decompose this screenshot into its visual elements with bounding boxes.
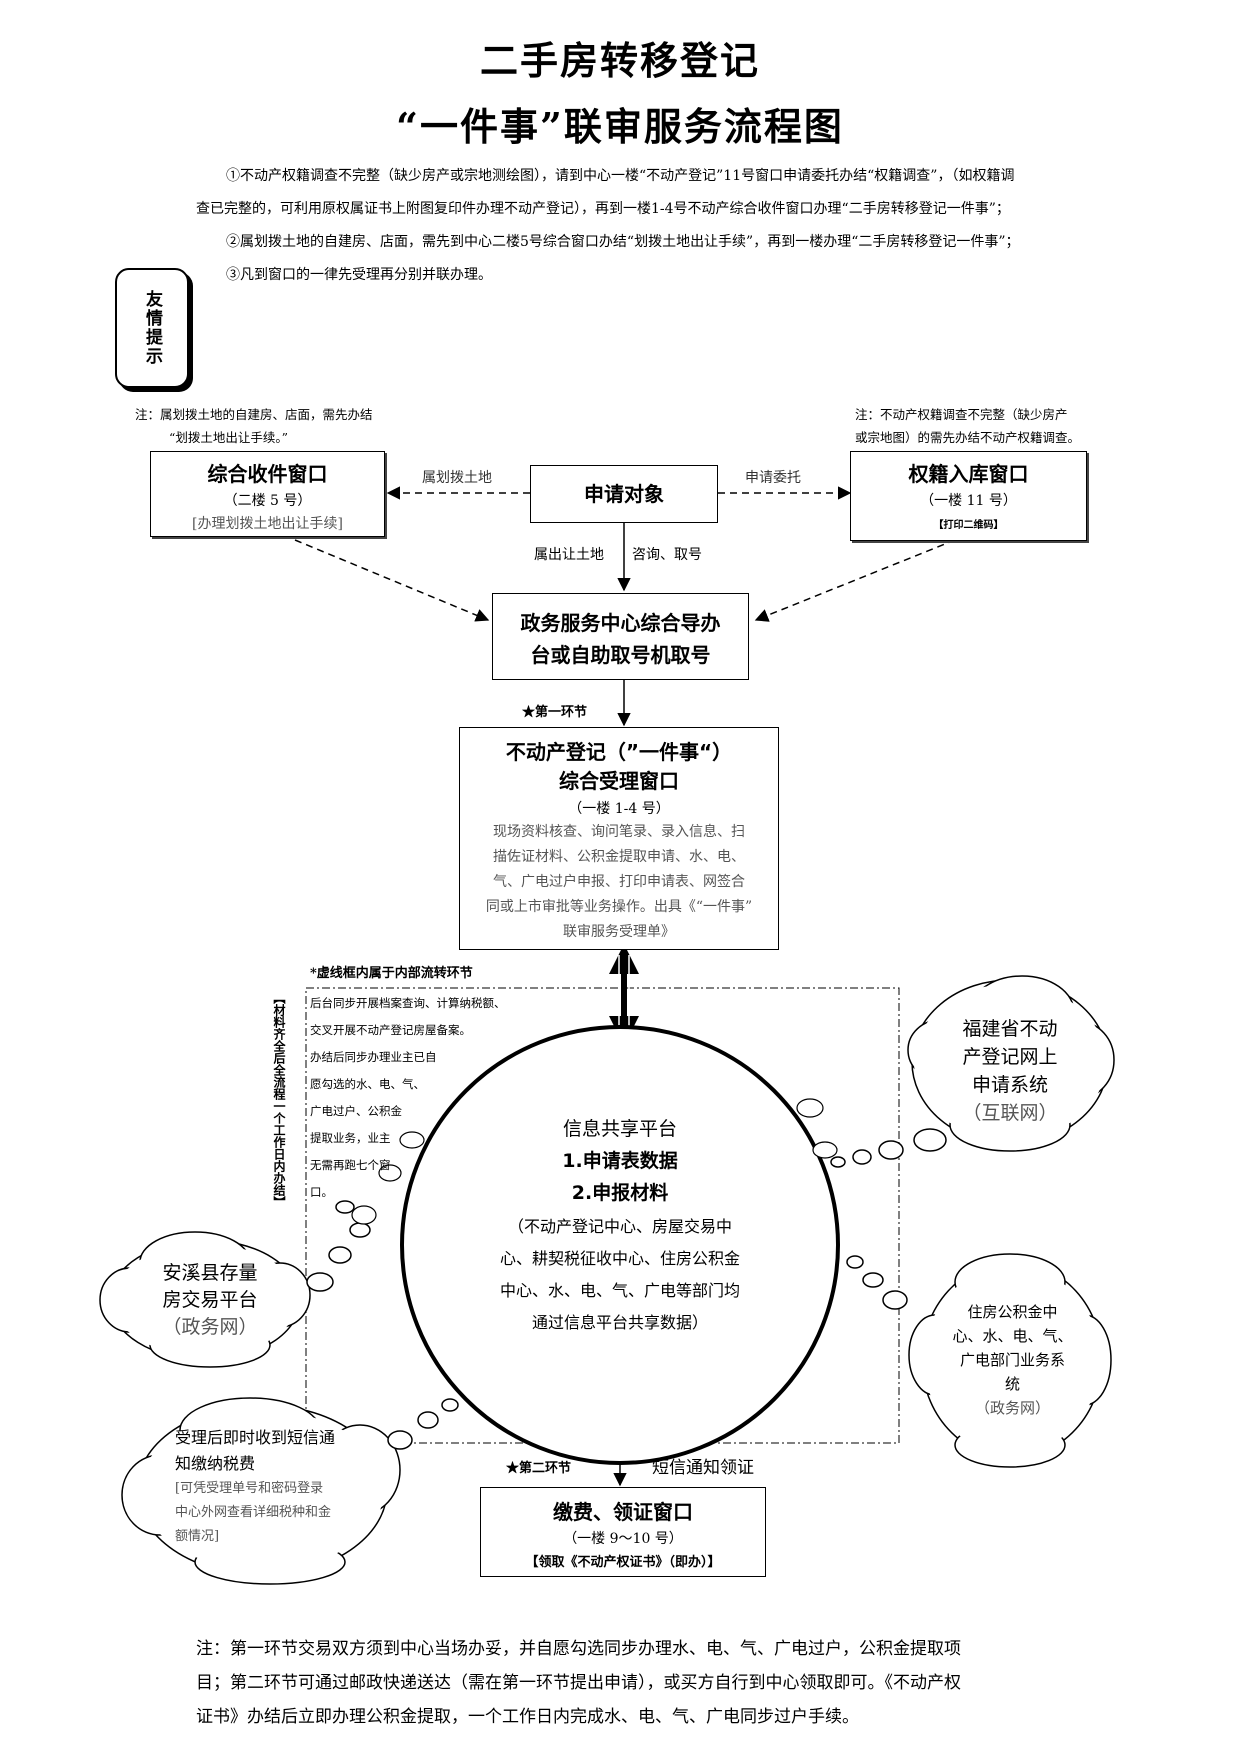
accept-window-title1: 不动产登记（”一件事“）	[505, 740, 733, 764]
pay-window-title: 缴费、领证窗口	[553, 1500, 693, 1524]
node-right-window: 权籍入库窗口 （一楼 11 号） 【打印二维码】	[850, 451, 1087, 541]
note-right-line2: 或宗地图）的需先办结不动产权籍调查。	[855, 430, 1081, 445]
label-stage1: ★第一环节	[522, 705, 588, 720]
cloud-gongjijin-line5: （政务网）	[974, 1399, 1050, 1417]
tip-line-1: ①不动产权籍调查不完整（缺少房产或宗地测绘图），请到中心一楼“不动产登记”11号…	[226, 168, 1015, 184]
internal-line-8: 口。	[310, 1185, 333, 1199]
cloud-gongjijin-line3: 广电部门业务系	[959, 1351, 1065, 1369]
platform-title: 信息共享平台	[562, 1118, 677, 1140]
cloud-fujian-line1: 福建省不动	[962, 1018, 1058, 1040]
accept-desc-1: 现场资料核查、询问笔录、录入信息、扫	[493, 824, 745, 840]
platform-desc-2: 心、耕契税征收中心、住房公积金	[499, 1249, 740, 1268]
right-window-title: 权籍入库窗口	[908, 462, 1029, 486]
page-subtitle: “一件事”联审服务流程图	[396, 104, 844, 149]
node-guide-desk: 政务服务中心综合导办 台或自助取号机取号	[492, 593, 749, 680]
note-right: 注：不动产权籍调查不完整（缺少房产 或宗地图）的需先办结不动产权籍调查。	[855, 403, 1115, 449]
internal-line-4: 愿勾选的水、电、气、	[310, 1077, 425, 1091]
edge-right-guide	[754, 539, 956, 622]
page-title: 二手房转移登记	[479, 38, 760, 83]
platform-item2: 2.申报材料	[571, 1182, 669, 1204]
internal-line-3: 办结后同步办理业主已自	[310, 1050, 437, 1064]
right-window-sub: （一楼 11 号）	[920, 493, 1017, 509]
left-window-desc: [办理划拨土地出让手续]	[192, 516, 343, 532]
accept-window-title2: 综合受理窗口	[559, 769, 679, 793]
note-left: 注：属划拨土地的自建房、店面，需先办结 “划拨土地出让手续。”	[135, 403, 435, 449]
note-left-line2: “划拨土地出让手续。”	[169, 430, 289, 445]
node-left-window: 综合收件窗口 （二楼 5 号） [办理划拨土地出让手续]	[150, 451, 385, 537]
label-left-arrow: 属划拨土地	[422, 470, 492, 486]
platform-desc-3: 中心、水、电、气、广电等部门均	[499, 1281, 740, 1300]
internal-line-6: 提取业务，业主	[310, 1131, 391, 1145]
edge-left-guide	[294, 539, 490, 622]
cloud-fujian-line3: 申请系统	[971, 1074, 1048, 1096]
right-window-desc: 【打印二维码】	[933, 520, 1004, 531]
platform-item1: 1.申请表数据	[562, 1150, 678, 1172]
tip-line-3: ②属划拨土地的自建房、店面，需先到中心二楼5号综合窗口办结“划拨土地出让手续”，…	[226, 234, 1020, 250]
internal-line-2: 交叉开展不动产登记房屋备案。	[310, 1023, 471, 1037]
cloud-sms-line5: 额情况]	[175, 1529, 220, 1544]
internal-line-7: 无需再跑七个窗	[310, 1158, 391, 1172]
internal-side-label: 【材料齐全后全流程一个工作日内办结】	[272, 992, 286, 1208]
internal-bubbles	[351, 1098, 838, 1225]
cloud-anxi-line3: （政务网）	[162, 1316, 258, 1338]
cloud-sms-line1: 受理后即时收到短信通	[175, 1428, 336, 1447]
label-right-arrow: 申请委托	[745, 470, 801, 486]
cloud-gongjijin-line2: 心、水、电、气、	[952, 1327, 1073, 1345]
cloud-fujian: 福建省不动 产登记网上 申请系统 （互联网）	[925, 1015, 1095, 1127]
tip-line-4: ③凡到窗口的一律先受理再分别并联办理。	[226, 267, 492, 283]
accept-desc-3: 气、广电过户申报、打印申请表、网签合	[493, 874, 745, 890]
platform-desc-4: 通过信息平台共享数据）	[531, 1313, 708, 1332]
node-applicant: 申请对象	[530, 465, 718, 523]
accept-desc-2: 描佐证材料、公积金提取申请、水、电、	[493, 849, 745, 865]
cloud-sms-line2: 知缴纳税费	[175, 1454, 256, 1473]
note-right-line1: 注：不动产权籍调查不完整（缺少房产	[855, 407, 1068, 422]
footer-line1: 注：第一环节交易双方须到中心当场办妥，并自愿勾选同步办理水、电、气、广电过户，公…	[196, 1639, 961, 1659]
cloud-sms-line4: 中心外网查看详细税种和金	[175, 1505, 332, 1520]
reminder-badge: 友情提示	[115, 268, 189, 388]
internal-line-5: 广电过户、公积金	[310, 1104, 402, 1118]
cloud-gongjijin-line1: 住房公积金中	[967, 1303, 1058, 1321]
cloud-fujian-line4: （互联网）	[962, 1102, 1058, 1124]
node-pay-window: 缴费、领证窗口 （一楼 9～10 号） 【领取《不动产权证书》（即办）】	[480, 1487, 766, 1577]
node-accept-window: 不动产登记（”一件事“） 综合受理窗口 （一楼 1-4 号） 现场资料核查、询问…	[459, 727, 779, 950]
footer-line2: 目；第二环节可通过邮政快递送达（需在第一环节提出申请），或买方自行到中心领取即可…	[196, 1673, 961, 1693]
cloud-anxi: 安溪县存量 房交易平台 （政务网）	[125, 1260, 295, 1341]
guide-desk-line2: 台或自助取号机取号	[530, 643, 711, 667]
pay-window-desc: 【领取《不动产权证书》（即办）】	[525, 1555, 721, 1570]
accept-window-desc: 现场资料核查、询问笔录、录入信息、扫 描佐证材料、公积金提取申请、水、电、 气、…	[460, 820, 778, 945]
footer-note: 注：第一环节交易双方须到中心当场办妥，并自愿勾选同步办理水、电、气、广电过户，公…	[196, 1632, 1076, 1734]
label-sms-notice: 短信通知领证	[652, 1458, 754, 1478]
label-down-right: 咨询、取号	[632, 547, 702, 563]
cloud-sms-line3: [可凭受理单号和密码登录	[175, 1481, 324, 1496]
footer-line3: 证书》办结后立即办理公积金提取，一个工作日内完成水、电、气、广电同步过户手续。	[196, 1707, 859, 1727]
tips-block: ①不动产权籍调查不完整（缺少房产或宗地测绘图），请到中心一楼“不动产登记”11号…	[196, 160, 1166, 292]
guide-desk-line1: 政务服务中心综合导办	[520, 611, 721, 635]
left-window-sub: （二楼 5 号）	[223, 493, 312, 509]
cloud-anxi-line1: 安溪县存量	[162, 1262, 258, 1284]
label-down-left: 属出让土地	[534, 547, 604, 563]
internal-header: *虚线框内属于内部流转环节	[310, 966, 473, 981]
pay-window-sub: （一楼 9～10 号）	[563, 1531, 683, 1547]
platform-desc-1: （不动产登记中心、房屋交易中	[507, 1217, 732, 1236]
label-stage2: ★第二环节	[506, 1461, 572, 1476]
cloud-anxi-line2: 房交易平台	[162, 1289, 258, 1311]
accept-desc-4: 同或上市审批等业务操作。出具《“一件事”	[485, 899, 753, 915]
note-left-line1: 注：属划拨土地的自建房、店面，需先办结	[135, 407, 373, 422]
internal-desc: 后台同步开展档案查询、计算纳税额、 交叉开展不动产登记房屋备案。 办结后同步办理…	[310, 990, 506, 1206]
platform-text: 信息共享平台 1.申请表数据 2.申报材料 （不动产登记中心、房屋交易中 心、耕…	[460, 1113, 780, 1339]
cloud-fujian-line2: 产登记网上	[962, 1046, 1058, 1068]
internal-line-1: 后台同步开展档案查询、计算纳税额、	[310, 996, 506, 1010]
tip-line-2: 查已完整的，可利用原权属证书上附图复印件办理不动产登记），再到一楼1-4号不动产…	[196, 201, 1010, 217]
accept-desc-5: 联审服务受理单》	[563, 924, 675, 940]
accept-window-sub: （一楼 1-4 号）	[568, 801, 670, 817]
cloud-gongjijin: 住房公积金中 心、水、电、气、 广电部门业务系 统 （政务网）	[935, 1300, 1090, 1420]
cloud-gongjijin-line4: 统	[1004, 1375, 1020, 1393]
left-window-title: 综合收件窗口	[207, 462, 328, 486]
cloud-sms: 受理后即时收到短信通 知缴纳税费 [可凭受理单号和密码登录 中心外网查看详细税种…	[175, 1425, 385, 1549]
